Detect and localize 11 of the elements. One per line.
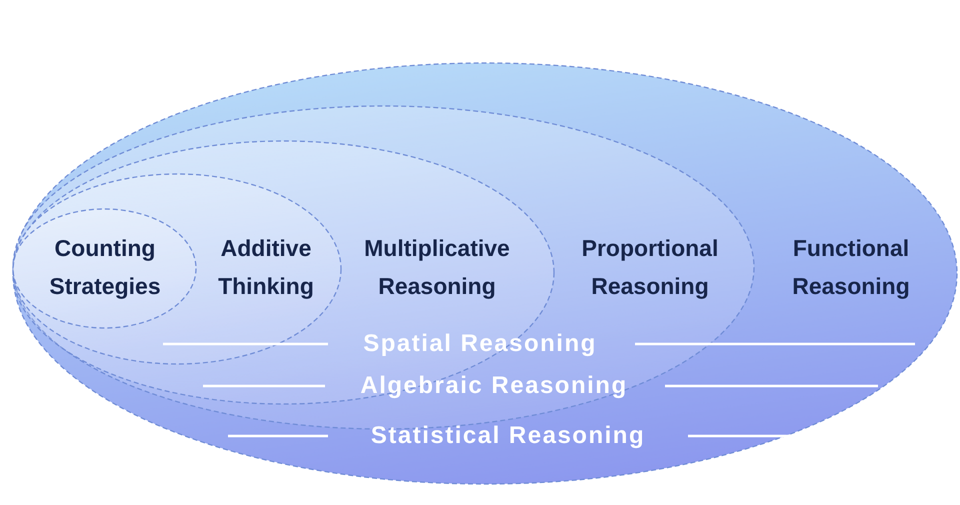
region-label: Additive Thinking bbox=[217, 234, 315, 301]
region-label: Functional Reasoning bbox=[791, 234, 911, 301]
region-label: Proportional Reasoning bbox=[580, 234, 720, 301]
nested-ellipse bbox=[12, 173, 342, 365]
reasoning-label: Spatial Reasoning bbox=[363, 330, 597, 358]
region-label: Counting Strategies bbox=[48, 234, 162, 301]
reasoning-label: Statistical Reasoning bbox=[370, 422, 646, 450]
nested-ellipse bbox=[12, 62, 958, 485]
nested-ellipse bbox=[12, 208, 197, 329]
reasoning-label: Algebraic Reasoning bbox=[360, 372, 628, 400]
region-label: Multiplicative Reasoning bbox=[363, 234, 511, 301]
